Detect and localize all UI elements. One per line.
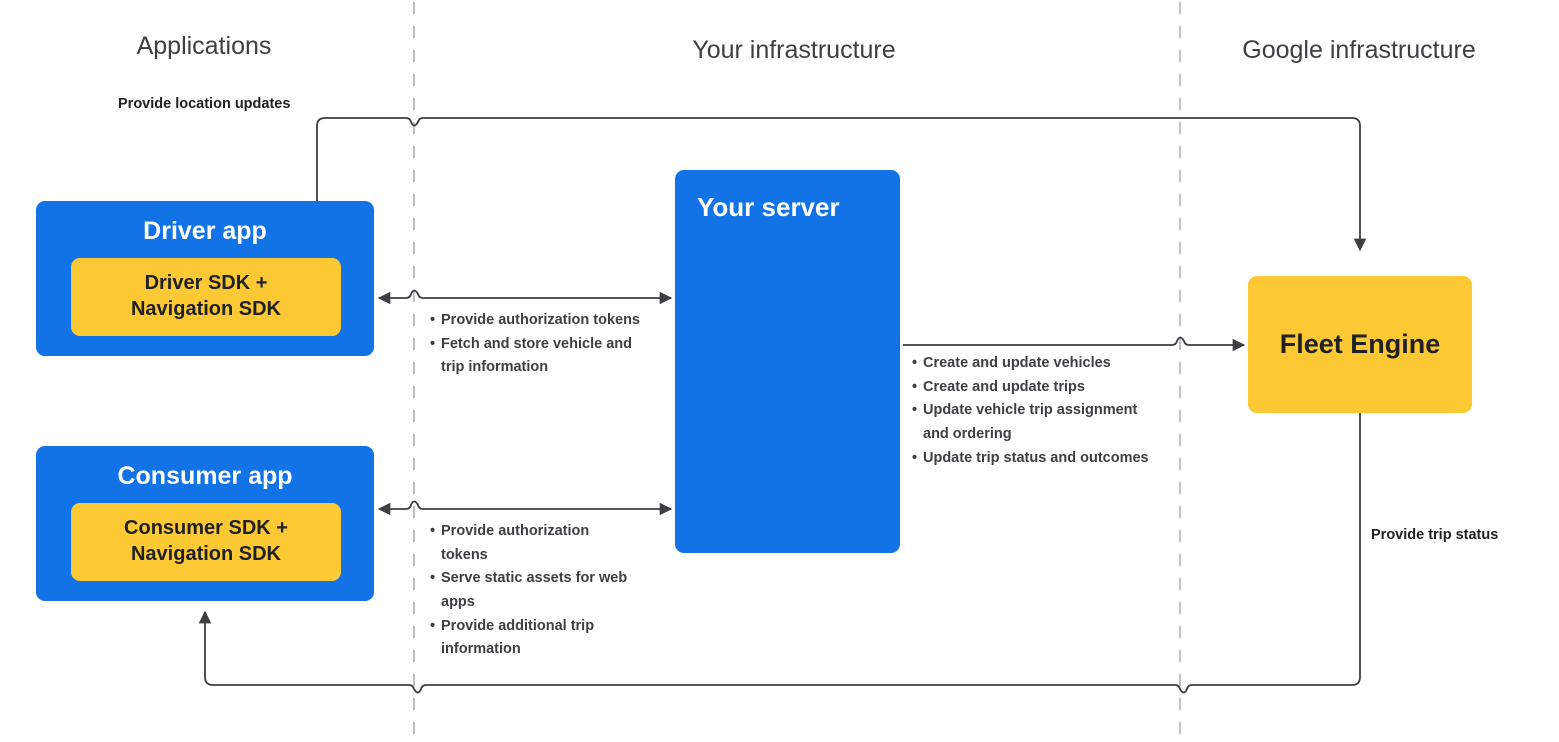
list-item: Provide authorization tokens	[430, 520, 630, 567]
consumer-sdk-box[interactable]: Consumer SDK + Navigation SDK	[71, 503, 341, 581]
zone-header-google-infrastructure: Google infrastructure	[1242, 36, 1476, 64]
fleet-engine-box[interactable]: Fleet Engine	[1248, 276, 1472, 413]
your-server-title: Your server	[697, 192, 840, 222]
fleet-engine-title: Fleet Engine	[1279, 329, 1441, 359]
driver-app-box[interactable]: Driver app Driver SDK + Navigation SDK	[36, 201, 374, 356]
driver-sdk-line-2: Navigation SDK	[130, 298, 282, 320]
server-engine-bullet-list: Create and update vehicles Create and up…	[912, 352, 1162, 470]
driver-app-title: Driver app	[143, 217, 267, 245]
driver-sdk-box[interactable]: Driver SDK + Navigation SDK	[71, 258, 341, 336]
zone-header-applications: Applications	[136, 32, 272, 60]
consumer-app-box[interactable]: Consumer app Consumer SDK + Navigation S…	[36, 446, 374, 601]
consumer-sdk-line-1: Consumer SDK +	[124, 517, 288, 540]
your-server-box[interactable]: Your server	[675, 170, 900, 553]
driver-server-connector	[377, 289, 673, 305]
list-item: Provide authorization tokens	[430, 309, 655, 333]
location-updates-label: Provide location updates	[118, 96, 291, 112]
consumer-server-connector	[377, 500, 673, 516]
consumer-server-bullet-list: Provide authorization tokens Serve stati…	[430, 520, 630, 662]
driver-sdk-line-1: Driver SDK +	[144, 272, 268, 295]
server-engine-connector	[903, 336, 1246, 352]
list-item: Serve static assets for web apps	[430, 567, 630, 614]
list-item: Create and update vehicles	[912, 352, 1162, 376]
driver-server-bullet-list: Provide authorization tokens Fetch and s…	[430, 309, 655, 380]
list-item: Update trip status and outcomes	[912, 447, 1162, 471]
list-item: Create and update trips	[912, 376, 1162, 400]
list-item: Update vehicle trip assignment and order…	[912, 399, 1162, 446]
consumer-app-title: Consumer app	[117, 462, 293, 490]
trip-status-label: Provide trip status	[1371, 527, 1499, 543]
list-item: Provide additional trip information	[430, 615, 630, 662]
consumer-sdk-line-2: Navigation SDK	[130, 543, 282, 565]
zone-header-your-infrastructure: Your infrastructure	[692, 36, 896, 64]
list-item: Fetch and store vehicle and trip informa…	[430, 333, 655, 380]
